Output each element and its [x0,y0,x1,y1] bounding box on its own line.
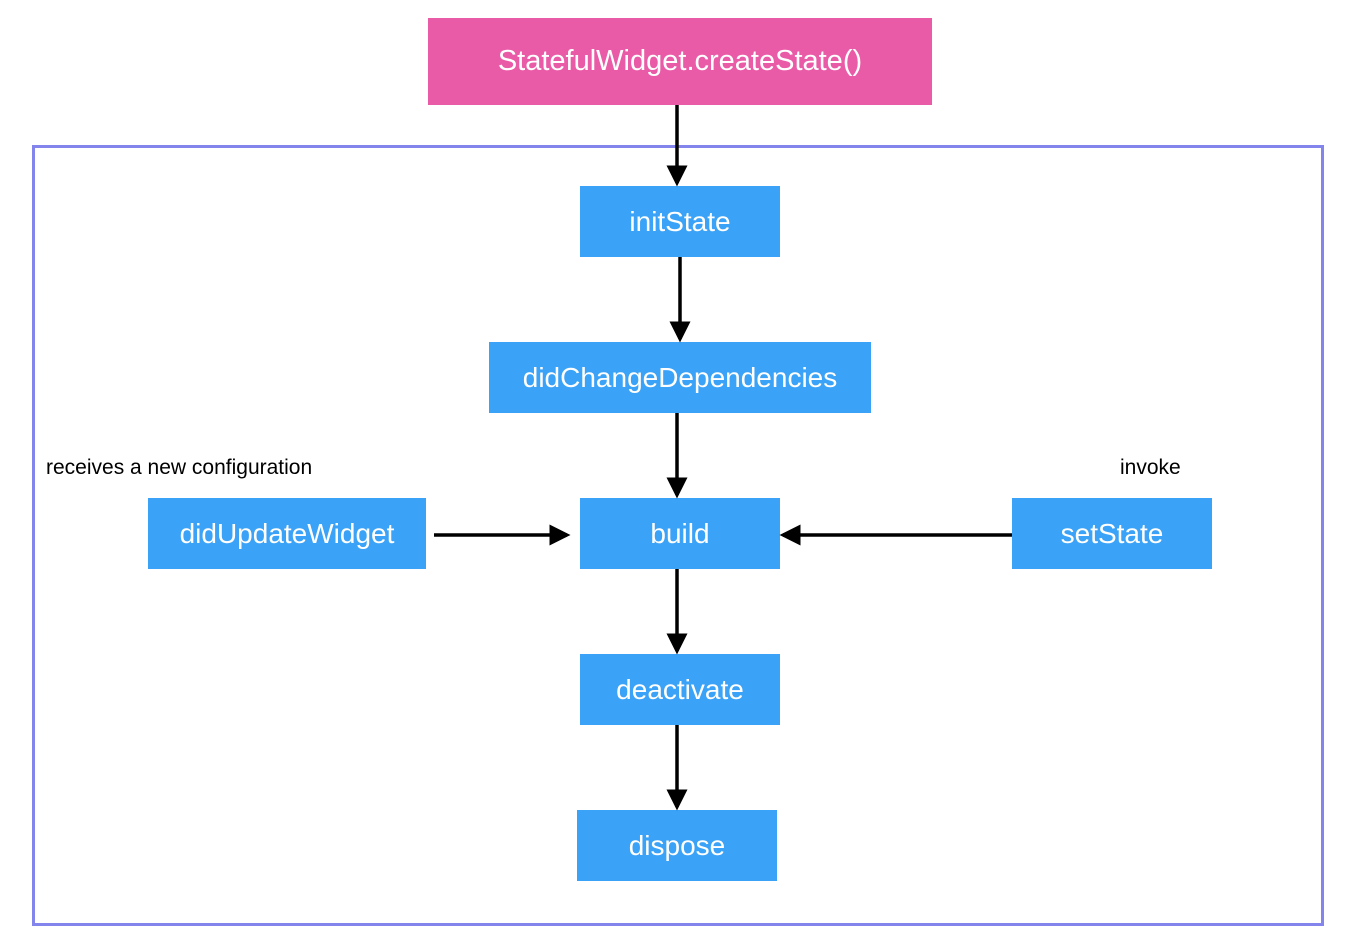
node-did-change-dependencies-label: didChangeDependencies [522,361,838,393]
node-create-state: StatefulWidget.createState() [428,18,932,105]
node-build: build [580,498,780,569]
node-deactivate-label: deactivate [616,673,744,705]
node-build-label: build [650,517,710,549]
caption-invoke: invoke [1120,456,1181,479]
node-init-state-label: initState [629,205,731,237]
node-did-update-widget: didUpdateWidget [148,498,426,569]
node-init-state: initState [580,186,780,257]
node-dispose: dispose [577,810,777,881]
node-dispose-label: dispose [628,829,726,861]
node-did-update-widget-label: didUpdateWidget [179,517,395,549]
node-set-state: setState [1012,498,1212,569]
node-create-state-label: StatefulWidget.createState() [497,45,863,77]
node-deactivate: deactivate [580,654,780,725]
caption-new-configuration: receives a new configuration [46,456,313,479]
node-did-change-dependencies: didChangeDependencies [489,342,871,413]
node-set-state-label: setState [1060,517,1164,549]
